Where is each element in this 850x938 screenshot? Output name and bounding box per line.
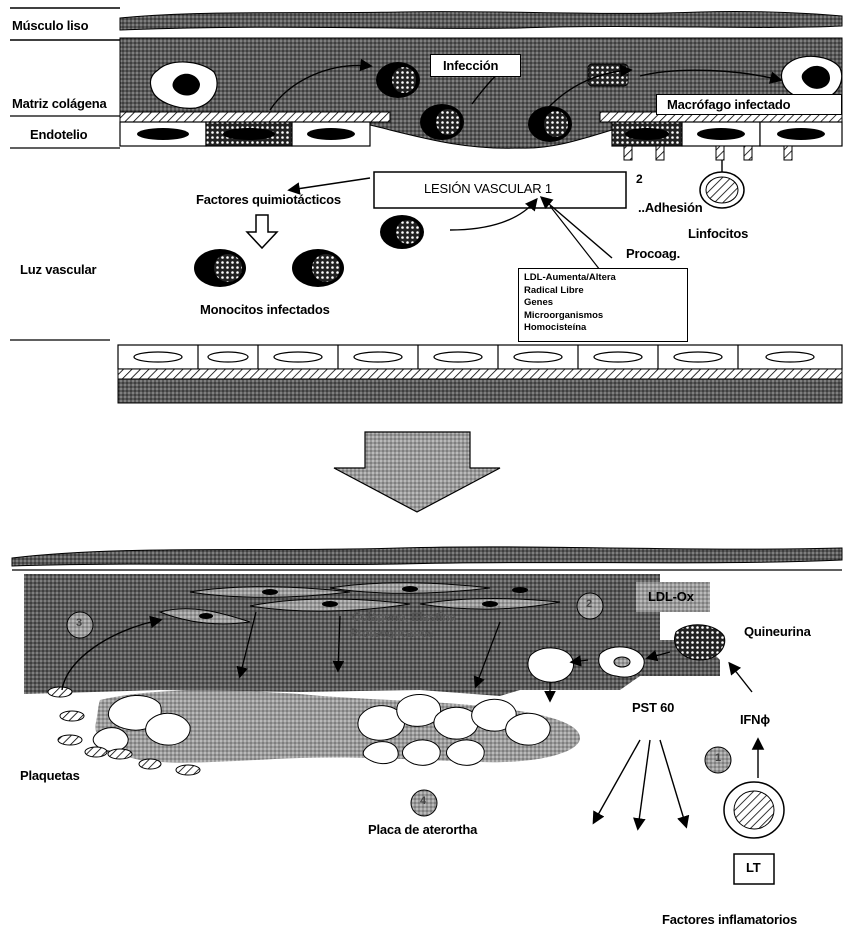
circle-label-4: 4: [420, 795, 426, 807]
label-ldl-ox: LDL-Ox: [648, 589, 694, 604]
monocyte-lumen-2: [194, 249, 246, 287]
matrix-strip-left: [120, 112, 390, 122]
bottom-top-fiber: [12, 547, 842, 566]
circle-label-1: 1: [715, 752, 721, 764]
cause-item: Microorganismos: [524, 310, 682, 323]
arrow-ifn-macrophage: [730, 664, 752, 692]
top-fiber-band: [120, 11, 842, 30]
transition-arrow: [334, 432, 500, 512]
monocyte-top-3: [528, 106, 572, 142]
label-placa: Placa de aterortha: [368, 822, 477, 837]
arrow-chemotactic: [290, 178, 370, 190]
infected-macrophage-quineurina: [675, 625, 725, 660]
t-lymphocyte: [724, 782, 784, 838]
monocyte-top-1: [376, 62, 420, 98]
label-plaquetas: Plaquetas: [20, 768, 80, 783]
label-quineurina: Quineurina: [744, 624, 811, 639]
monocyte-top-4: [588, 64, 628, 86]
lymphocyte: [700, 160, 744, 208]
label-luz: Luz vascular: [20, 262, 96, 277]
label-macrofago: Macrófago infectado: [656, 94, 842, 115]
foam-cell-2: [599, 647, 644, 677]
circle-label-2: 2: [586, 598, 592, 610]
label-endotelio: Endotelio: [30, 127, 87, 142]
label-musculo-liso: Músculo liso: [12, 18, 88, 33]
label-procoag: Procoag.: [626, 246, 680, 261]
arrow-inflam-2: [638, 740, 650, 828]
label-ifn: IFNϕ: [740, 712, 770, 727]
label-factores-inf: Factores inflamatorios: [662, 912, 797, 927]
monocyte-top-2: [420, 104, 464, 140]
label-colageno: Colágeno, Elastina: [352, 610, 456, 624]
foam-cell-1: [528, 648, 574, 682]
cause-item: Radical Libre: [524, 285, 682, 298]
cause-item: Genes: [524, 297, 682, 310]
matrix-bottom: [118, 369, 842, 379]
adhesion-molecules: [624, 146, 792, 160]
label-adhesion: ..Adhesión: [638, 200, 702, 215]
label-linfocitos: Linfocitos: [688, 226, 748, 241]
hollow-down-arrow: [247, 215, 277, 248]
label-matriz: Matriz colágena: [12, 96, 107, 111]
arrow-causes: [550, 206, 600, 270]
label-lt: LT: [746, 860, 761, 875]
monocyte-lumen-1: [380, 215, 424, 249]
label-num2: 2: [636, 172, 642, 186]
label-monocitos: Monocitos infectados: [200, 302, 330, 317]
monocyte-lumen-3: [292, 249, 344, 287]
muscle-bottom: [118, 379, 842, 403]
circle-label-3: 3: [76, 617, 82, 629]
label-proteoglicanos: Proteoglicanos: [350, 626, 434, 640]
cause-item: Homocisteína: [524, 322, 682, 335]
causes-list: LDL-Aumenta/Altera Radical Libre Genes M…: [518, 268, 688, 342]
label-factores-quim: Factores quimiotácticos: [196, 192, 341, 207]
arrow-inflam-3: [660, 740, 686, 826]
arrow-inflam-1: [594, 740, 640, 822]
cause-item: LDL-Aumenta/Altera: [524, 272, 682, 285]
label-lesion: LESIÓN VASCULAR 1: [424, 181, 552, 196]
label-infeccion: Infección: [430, 54, 521, 77]
label-pst60: PST 60: [632, 700, 674, 715]
